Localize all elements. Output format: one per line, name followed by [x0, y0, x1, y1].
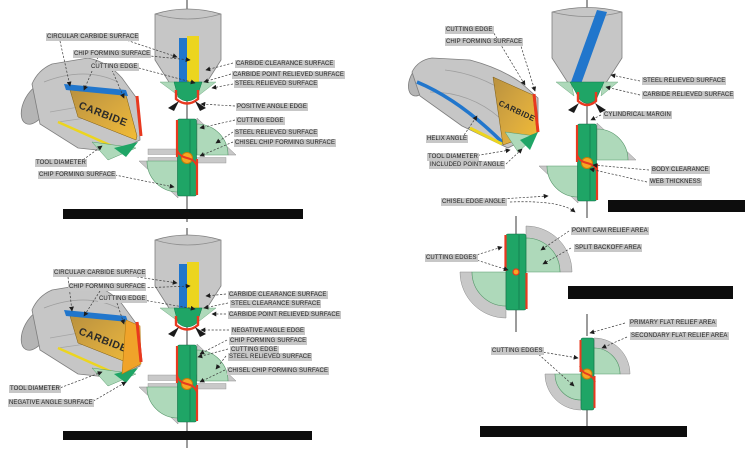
label-carbide-relieved-surface: CARBIDE RELIEVED SURFACE	[642, 91, 735, 99]
label-chisel-chip-forming-surface: CHISEL CHIP FORMING SURFACE	[227, 367, 330, 375]
label-chip-forming-surface: CHIP FORMING SURFACE	[38, 171, 117, 179]
drill-isometric-negative-rake	[13, 282, 143, 388]
label-helix-angle: HELIX ANGLE	[426, 135, 469, 143]
caption-bar-negative-rake	[63, 431, 312, 440]
drill-front-view-helix	[551, 7, 623, 113]
label-negative-angle-edge: NEGATIVE ANGLE EDGE	[231, 327, 306, 335]
label-chip-forming-surface: CHIP FORMING SURFACE	[68, 283, 147, 291]
caption-bar-helix	[608, 200, 745, 212]
label-tool-diameter: TOOL DIAMETER	[427, 153, 479, 161]
caption-bar-flat-relief	[480, 426, 687, 437]
drill-section-view-helix	[537, 121, 638, 205]
label-carbide-point-relieved-surface: CARBIDE POINT RELIEVED SURFACE	[228, 311, 341, 319]
negative-angle-carbide-tip	[121, 319, 142, 375]
label-positive-angle-edge: POSITIVE ANGLE EDGE	[236, 103, 308, 111]
end-view-flat-relief	[544, 337, 631, 411]
label-cutting-edge: CUTTING EDGE	[230, 346, 279, 354]
label-chip-forming-surface: CHIP FORMING SURFACE	[229, 337, 308, 345]
label-carbide-clearance-surface: CARBIDE CLEARANCE SURFACE	[235, 60, 335, 68]
label-steel-relieved-surface: STEEL RELIEVED SURFACE	[234, 80, 319, 88]
label-point-cam-relief-area: POINT CAM RELIEF AREA	[571, 227, 649, 235]
label-included-point-angle: INCLUDED POINT ANGLE	[429, 161, 506, 169]
label-carbide-clearance-surface: CARBIDE CLEARANCE SURFACE	[228, 291, 328, 299]
end-view-cam-relief	[459, 225, 573, 319]
label-steel-relieved-surface: STEEL RELIEVED SURFACE	[642, 77, 727, 85]
label-split-backoff-area: SPLIT BACKOFF AREA	[574, 244, 643, 252]
label-chip-forming-surface: CHIP FORMING SURFACE	[445, 38, 524, 46]
label-steel-relieved-surface: STEEL RELIEVED SURFACE	[228, 353, 313, 361]
label-cutting-edge: CUTTING EDGE	[90, 63, 139, 71]
label-secondary-flat-relief-area: SECONDARY FLAT RELIEF AREA	[630, 332, 729, 340]
label-chisel-chip-forming-surface: CHISEL CHIP FORMING SURFACE	[234, 139, 337, 147]
caption-bar-positive-rake	[63, 209, 303, 219]
drill-section-view-positive-rake	[137, 116, 238, 200]
label-carbide-point-relieved-surface: CARBIDE POINT RELIEVED SURFACE	[232, 71, 345, 79]
drill-section-view-negative-rake	[137, 342, 238, 426]
label-steel-relieved-surface: STEEL RELIEVED SURFACE	[234, 129, 319, 137]
label-tool-diameter: TOOL DIAMETER	[9, 385, 61, 393]
caption-bar-cam-relief	[568, 286, 733, 299]
label-cutting-edges: CUTTING EDGES	[491, 347, 544, 355]
label-body-clearance: BODY CLEARANCE	[651, 166, 710, 174]
label-primary-flat-relief-area: PRIMARY FLAT RELIEF AREA	[629, 319, 717, 327]
label-cutting-edge: CUTTING EDGE	[236, 117, 285, 125]
label-steel-clearance-surface: STEEL CLEARANCE SURFACE	[230, 300, 322, 308]
drill-isometric-helix: CARBIDE	[408, 57, 540, 153]
label-tool-diameter: TOOL DIAMETER	[35, 159, 87, 167]
drill-isometric-positive-rake	[13, 56, 143, 162]
label-cutting-edge: CUTTING EDGE	[98, 295, 147, 303]
label-web-thickness: WEB THICKNESS	[649, 178, 702, 186]
leader-lines	[56, 29, 650, 404]
label-cutting-edge: CUTTING EDGE	[445, 26, 494, 34]
label-circular-carbide-surface: CIRCULAR CARBIDE SURFACE	[46, 33, 140, 41]
label-negative-angle-surface: NEGATIVE ANGLE SURFACE	[8, 399, 94, 407]
drill-front-view-negative-rake	[153, 233, 223, 339]
label-cylindrical-margin: CYLINDRICAL MARGIN	[603, 111, 672, 119]
label-circular-carbide-surface: CIRCULAR CARBIDE SURFACE	[53, 269, 147, 277]
label-cutting-edges: CUTTING EDGES	[425, 254, 478, 262]
drill-front-view-positive-rake	[153, 7, 223, 113]
label-chip-forming-surface: CHIP FORMING SURFACE	[73, 50, 152, 58]
label-chisel-edge-angle: CHISEL EDGE ANGLE	[441, 198, 507, 206]
